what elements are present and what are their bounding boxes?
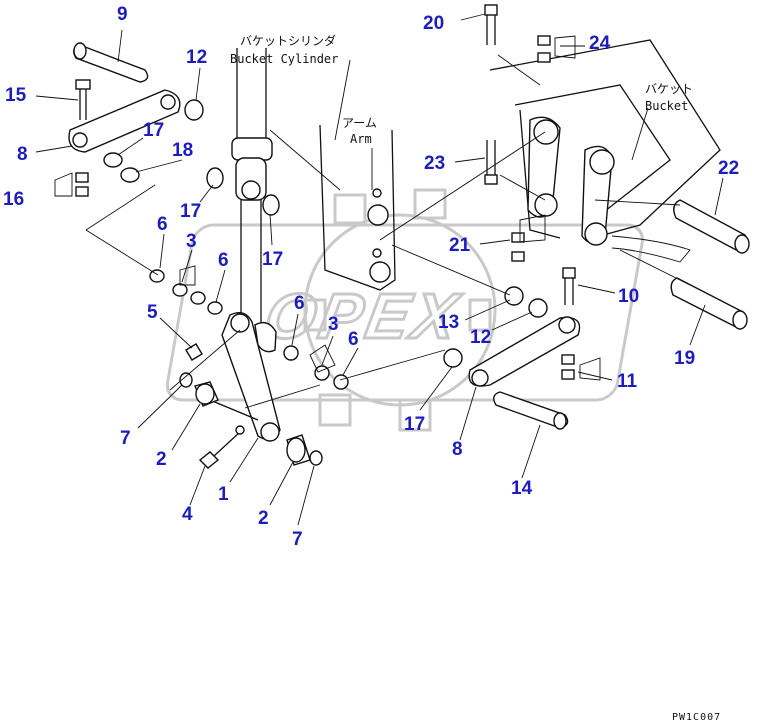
callout-leaders	[35, 13, 724, 526]
bolt-23	[484, 140, 498, 185]
callout-3b: 3	[328, 314, 339, 335]
callout-11: 11	[617, 371, 638, 392]
pin-9	[73, 42, 149, 83]
callout-2b: 2	[258, 508, 269, 529]
callout-15: 15	[5, 85, 27, 106]
callout-10: 10	[618, 286, 639, 307]
label-arm-en: Arm	[350, 132, 372, 146]
callout-1: 1	[218, 484, 229, 505]
nuts-21	[511, 214, 546, 262]
component-labels: バケットシリンダ Bucket Cylinder アーム Arm バケット Bu…	[230, 33, 693, 146]
bolt-15	[75, 79, 91, 120]
drawing-code: PW1C007	[672, 712, 721, 723]
nuts-16	[54, 172, 89, 197]
callout-9: 9	[117, 4, 128, 25]
callout-5: 5	[147, 302, 158, 323]
callout-19: 19	[674, 348, 695, 369]
callout-7: 7	[120, 428, 131, 449]
washers	[103, 99, 548, 466]
watermark-text: OPEX	[260, 280, 466, 351]
label-arm-jp: アーム	[342, 116, 377, 130]
bolt-10	[562, 267, 576, 305]
label-bucket-cylinder-en: Bucket Cylinder	[230, 52, 338, 66]
callout-numbers: 9 15 8 16 12 17 18 17 6 3 17 6 5 7 2 4 1…	[3, 4, 739, 550]
watermark-logo: OPEX	[165, 188, 644, 432]
link-1	[209, 312, 281, 442]
grease-fittings	[185, 343, 245, 469]
callout-18: 18	[172, 140, 193, 161]
callout-8: 8	[17, 144, 28, 165]
callout-6d: 6	[348, 329, 359, 350]
link-8-lower	[468, 316, 581, 387]
callout-12: 12	[186, 47, 207, 68]
pin-14	[493, 391, 569, 430]
nuts-24	[537, 35, 576, 63]
callout-6: 6	[157, 214, 168, 235]
bolt-20	[484, 4, 498, 45]
callout-21: 21	[449, 235, 471, 256]
callout-2: 2	[156, 449, 167, 470]
callout-6c: 6	[294, 293, 305, 314]
callout-24: 24	[589, 33, 611, 54]
callout-6b: 6	[218, 250, 229, 271]
label-bucket-en: Bucket	[645, 99, 688, 113]
callout-17b: 17	[180, 201, 201, 222]
callout-8b: 8	[452, 439, 463, 460]
watermark-frame	[165, 223, 644, 402]
nuts-11	[561, 354, 601, 381]
callout-12b: 12	[470, 327, 491, 348]
callout-22: 22	[718, 158, 739, 179]
link-8-upper	[68, 89, 181, 153]
bushings-2	[194, 381, 311, 466]
bucket-cylinder	[231, 48, 273, 330]
callout-4: 4	[182, 504, 193, 525]
bucket	[489, 39, 721, 263]
assembly-lines	[85, 54, 691, 409]
callout-16: 16	[3, 189, 24, 210]
watermark-gear	[303, 188, 497, 432]
callout-3: 3	[186, 231, 197, 252]
label-bucket-jp: バケット	[645, 82, 693, 96]
callout-17: 17	[143, 120, 164, 141]
callout-23: 23	[424, 153, 445, 174]
arm	[319, 124, 396, 291]
callout-20: 20	[423, 13, 444, 34]
callout-17c: 17	[262, 249, 283, 270]
callout-14: 14	[511, 478, 533, 499]
pin-19	[670, 277, 748, 330]
callout-17d: 17	[404, 414, 425, 435]
callout-13: 13	[438, 312, 459, 333]
pin-22	[673, 199, 750, 254]
callout-7b: 7	[292, 529, 303, 550]
label-bucket-cylinder-jp: バケットシリンダ	[240, 33, 336, 48]
